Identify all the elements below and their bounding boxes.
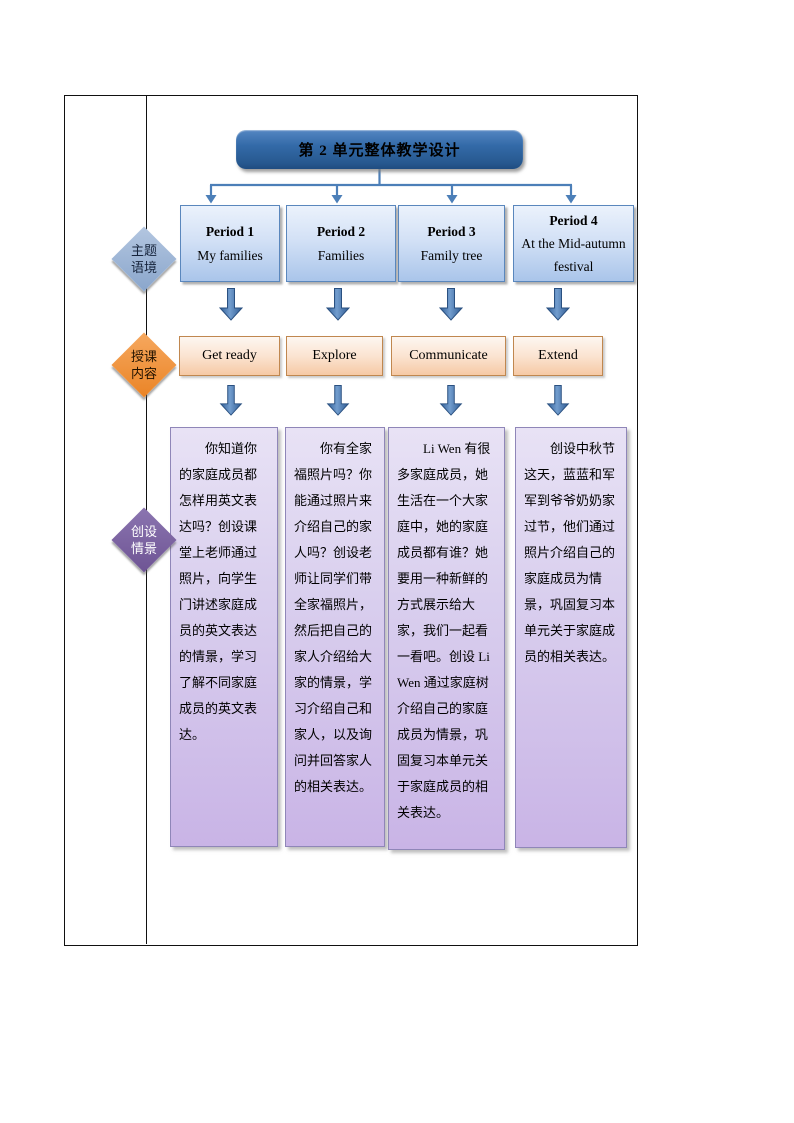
period-4-box: Period 4 At the Mid-autumn festival: [513, 205, 634, 282]
unit-title: 第 2 单元整体教学设计: [298, 143, 461, 159]
diamond-theme-line1: 主题: [130, 243, 157, 258]
diamond-teaching-line1: 授课: [130, 349, 157, 364]
scenario-1-box: 你知道你的家庭成员都怎样用英文表达吗？创设课堂上老师通过照片，向学生门讲述家庭成…: [170, 427, 278, 847]
period-3-title: Period 3: [427, 223, 476, 239]
diamond-scenario-line1: 创设: [130, 524, 157, 539]
diamond-scenario-line2: 情景: [130, 541, 157, 556]
period-4-subtitle: At the Mid-autumn festival: [521, 236, 626, 274]
diamond-scenario-creation: 创设 情景: [112, 508, 176, 572]
diamond-theme-line2: 语境: [130, 260, 157, 275]
down-arrow-icon: [219, 288, 243, 321]
down-arrow-icon: [439, 288, 463, 321]
period-4-title: Period 4: [549, 213, 598, 228]
table-border: [64, 95, 638, 946]
period-2-subtitle: Families: [317, 247, 365, 263]
scenario-3-text: Li Wen 有很多家庭成员，她生活在一个大家庭中，她的家庭成员都有谁？她要用一…: [397, 441, 491, 820]
diamond-teaching-line2: 内容: [130, 366, 157, 381]
down-arrow-icon: [546, 385, 570, 416]
period-3-subtitle: Family tree: [420, 247, 483, 263]
scenario-4-box: 创设中秋节这天，蓝蓝和军军到爷爷奶奶家过节，他们通过照片介绍自己的家庭成员为情景…: [515, 427, 627, 848]
period-1-title: Period 1: [205, 223, 255, 239]
scenario-2-box: 你有全家福照片吗？你能通过照片来介绍自己的家人吗？创设老师让同学们带全家福照片，…: [285, 427, 385, 847]
period-2-box: Period 2 Families: [286, 205, 396, 282]
scenario-2-text: 你有全家福照片吗？你能通过照片来介绍自己的家人吗？创设老师让同学们带全家福照片，…: [294, 441, 373, 794]
diamond-theme-context: 主题 语境: [112, 227, 176, 291]
stage-explore-label: Explore: [312, 348, 357, 363]
scenario-4-text: 创设中秋节这天，蓝蓝和军军到爷爷奶奶家过节，他们通过照片介绍自己的家庭成员为情景…: [524, 441, 616, 664]
scenario-3-box: Li Wen 有很多家庭成员，她生活在一个大家庭中，她的家庭成员都有谁？她要用一…: [388, 427, 505, 850]
diamond-teaching-content: 授课 内容: [112, 333, 176, 397]
unit-title-banner: 第 2 单元整体教学设计: [236, 130, 523, 169]
down-arrow-icon: [219, 385, 243, 416]
period-3-box: Period 3 Family tree: [398, 205, 505, 282]
stage-extend-label: Extend: [538, 348, 578, 363]
stage-communicate-label: Communicate: [409, 348, 488, 363]
down-arrow-icon: [326, 288, 350, 321]
down-arrow-icon: [546, 288, 570, 321]
stage-get-ready-label: Get ready: [202, 348, 257, 363]
down-arrow-icon: [439, 385, 463, 416]
stage-communicate-box: Communicate: [391, 336, 506, 376]
period-1-box: Period 1 My families: [180, 205, 280, 282]
period-2-title: Period 2: [316, 223, 366, 239]
stage-explore-box: Explore: [286, 336, 383, 376]
period-1-subtitle: My families: [197, 247, 263, 263]
stage-get-ready-box: Get ready: [179, 336, 280, 376]
scenario-1-text: 你知道你的家庭成员都怎样用英文表达吗？创设课堂上老师通过照片，向学生门讲述家庭成…: [179, 441, 258, 742]
down-arrow-icon: [326, 385, 350, 416]
stage-extend-box: Extend: [513, 336, 603, 376]
